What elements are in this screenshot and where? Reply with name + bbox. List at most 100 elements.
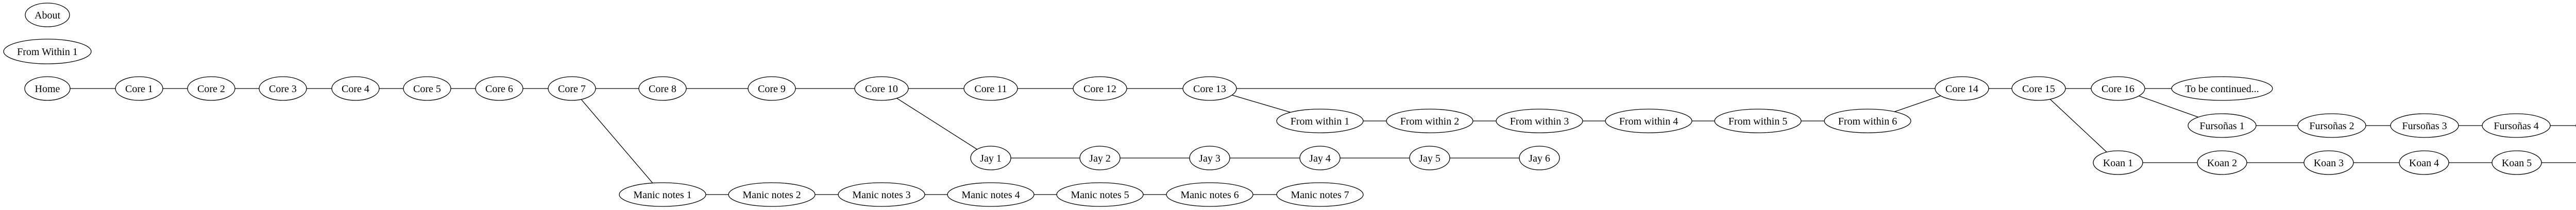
- graph-node-ellipse: [638, 76, 687, 101]
- graph-node-fw1: From within 1: [1276, 109, 1364, 133]
- graph-node-label: Fursoñas 3: [2402, 120, 2447, 132]
- graph-node-ellipse: [1409, 146, 1450, 170]
- graph-node-label: Core 16: [2102, 83, 2134, 95]
- graph-node-ellipse: [2492, 150, 2542, 175]
- graph-node-ellipse: [619, 182, 706, 207]
- graph-edge-core10-jay1: [881, 88, 991, 159]
- graph-node-ellipse: [2171, 76, 2273, 101]
- graph-node-jay2: Jay 2: [1079, 146, 1121, 170]
- graph-node-core11: Core 11: [963, 76, 1018, 101]
- graph-node-label: Fursoñas 2: [2309, 120, 2354, 132]
- graph-node-label: Jay 2: [1089, 153, 1111, 164]
- graph-node-ellipse: [1182, 76, 1237, 101]
- graph-node-label: Manic notes 2: [742, 189, 801, 201]
- graph-node-ellipse: [970, 146, 1011, 170]
- graph-node-label: Jay 3: [1199, 153, 1221, 164]
- graph-node-label: Jay 6: [1529, 153, 1550, 164]
- graph-node-manic1: Manic notes 1: [619, 182, 706, 207]
- graph-node-ellipse: [2390, 113, 2459, 138]
- graph-node-label: Manic notes 1: [633, 189, 691, 201]
- graph-node-label: Manic notes 7: [1291, 189, 1349, 201]
- graph-node-label: Core 10: [865, 83, 898, 95]
- graph-node-fw2: From within 2: [1386, 109, 1473, 133]
- graph-node-koan3: Koan 3: [2303, 150, 2354, 175]
- graph-node-label: Jay 1: [980, 153, 1002, 164]
- graph-node-about: About: [25, 3, 70, 27]
- graph-node-ellipse: [748, 76, 796, 101]
- graph-node-core5: Core 5: [403, 76, 451, 101]
- graph-node-ellipse: [1714, 109, 1802, 133]
- graph-node-ellipse: [1073, 76, 1127, 101]
- edge-layer: [47, 88, 2576, 195]
- graph-node-label: Core 9: [758, 83, 786, 95]
- graph-node-ellipse: [1276, 182, 1364, 207]
- graph-node-label: Fursoñas 1: [2199, 120, 2244, 132]
- graph-node-ellipse: [3, 39, 92, 64]
- graph-node-ellipse: [1079, 146, 1121, 170]
- graph-node-core7: Core 7: [548, 76, 596, 101]
- graph-node-ellipse: [1189, 146, 1230, 170]
- graph-node-label: Koan 5: [2502, 157, 2532, 169]
- graph-node-manic7: Manic notes 7: [1276, 182, 1364, 207]
- graph-node-label: From within 4: [1619, 116, 1678, 127]
- graph-node-label: Core 2: [197, 83, 225, 95]
- graph-node-fur2: Fursoñas 2: [2297, 113, 2366, 138]
- graph-node-ellipse: [1299, 146, 1341, 170]
- graph-node-ellipse: [1605, 109, 1692, 133]
- graph-node-label: Home: [35, 83, 60, 95]
- graph-node-ellipse: [187, 76, 235, 101]
- graph-node-label: From within 1: [1291, 116, 1349, 127]
- graph-node-label: Core 6: [485, 83, 513, 95]
- graph-node-core8: Core 8: [638, 76, 687, 101]
- graph-node-core4: Core 4: [331, 76, 380, 101]
- graph-node-label: From Within 1: [17, 46, 78, 58]
- graph-node-label: Core 11: [974, 83, 1007, 95]
- graph-node-core6: Core 6: [475, 76, 523, 101]
- graph-node-label: Core 8: [649, 83, 676, 95]
- graph-node-ellipse: [1824, 109, 1911, 133]
- graph-node-core14: Core 14: [1935, 76, 1989, 101]
- graph-node-label: Core 1: [125, 83, 153, 95]
- graph-node-label: About: [35, 10, 60, 21]
- graph-node-label: Core 4: [342, 83, 369, 95]
- graph-node-core12: Core 12: [1073, 76, 1127, 101]
- graph-node-ellipse: [2297, 113, 2366, 138]
- graph-node-core3: Core 3: [259, 76, 307, 101]
- graph-edge-core7-manic1: [571, 88, 663, 195]
- graph-node-label: Core 14: [1945, 83, 1978, 95]
- graph-node-ellipse: [475, 76, 523, 101]
- graph-node-manic5: Manic notes 5: [1056, 182, 1144, 207]
- graph-node-ellipse: [2197, 150, 2247, 175]
- graph-node-jay5: Jay 5: [1409, 146, 1450, 170]
- graph-node-jay6: Jay 6: [1519, 146, 1560, 170]
- graph-node-manic6: Manic notes 6: [1166, 182, 1253, 207]
- graph-node-ellipse: [947, 182, 1035, 207]
- graph-node-label: Manic notes 5: [1071, 189, 1129, 201]
- graph-node-fur3: Fursoñas 3: [2390, 113, 2459, 138]
- graph-node-label: From within 6: [1838, 116, 1897, 127]
- graph-node-fw3: From within 3: [1496, 109, 1583, 133]
- graph-node-label: Manic notes 4: [961, 189, 1020, 201]
- graph-node-ellipse: [115, 76, 163, 101]
- graph-node-ellipse: [331, 76, 380, 101]
- graph-node-manic4: Manic notes 4: [947, 182, 1035, 207]
- graph-node-ellipse: [1056, 182, 1144, 207]
- graph-node-manic3: Manic notes 3: [838, 182, 925, 207]
- graph-node-label: From within 2: [1400, 116, 1459, 127]
- graph-node-fwcap1: From Within 1: [3, 39, 92, 64]
- graph-node-ellipse: [1166, 182, 1253, 207]
- graph-node-ellipse: [25, 3, 70, 27]
- graph-node-label: Manic notes 6: [1180, 189, 1239, 201]
- graph-node-manic2: Manic notes 2: [728, 182, 816, 207]
- graph-node-ellipse: [24, 76, 71, 101]
- graph-node-fur4: Fursoñas 4: [2482, 113, 2551, 138]
- graph-node-fw4: From within 4: [1605, 109, 1692, 133]
- graph-node-label: Koan 2: [2207, 157, 2237, 169]
- graph-node-ellipse: [1496, 109, 1583, 133]
- graph-node-core10: Core 10: [854, 76, 909, 101]
- graph-node-tbc: To be continued...: [2171, 76, 2273, 101]
- graph-node-home: Home: [24, 76, 71, 101]
